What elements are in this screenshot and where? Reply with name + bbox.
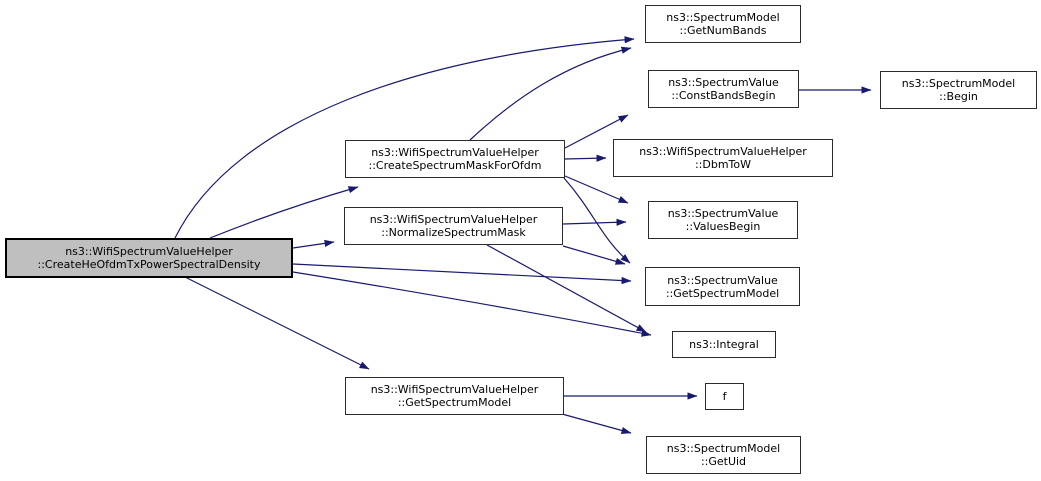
node-label-line1: ns3::SpectrumValue	[667, 207, 779, 220]
node-values-begin[interactable]: ns3::SpectrumValue ::ValuesBegin	[648, 201, 798, 239]
node-create-he-ofdm-tx-power-spectral-density[interactable]: ns3::WifiSpectrumValueHelper ::CreateHeO…	[5, 238, 293, 278]
edge-main-to-helper-get-spectrum-model	[184, 276, 370, 370]
node-label-line1: ns3::SpectrumValue	[668, 76, 779, 89]
node-f[interactable]: f	[705, 383, 744, 410]
node-helper-get-spectrum-model[interactable]: ns3::WifiSpectrumValueHelper ::GetSpectr…	[345, 377, 564, 415]
edge-main-to-integral	[292, 271, 652, 337]
node-label-line1: ns3::SpectrumValue	[667, 273, 778, 287]
node-label-line2: ::DbmToW	[694, 158, 752, 171]
node-label-line2: ::GetSpectrumModel	[397, 396, 512, 409]
node-const-bands-begin[interactable]: ns3::SpectrumValue ::ConstBandsBegin	[648, 70, 799, 108]
node-label-line1: ns3::SpectrumModel	[666, 442, 781, 455]
node-begin[interactable]: ns3::SpectrumModel ::Begin	[880, 71, 1037, 109]
node-label-line1: f	[722, 390, 727, 403]
edge-create-mask-to-value-get-spectrum-model	[563, 177, 631, 264]
edge-main-to-create-spectrum-mask	[209, 186, 359, 239]
node-get-uid[interactable]: ns3::SpectrumModel ::GetUid	[646, 436, 801, 474]
node-value-get-spectrum-model[interactable]: ns3::SpectrumValue ::GetSpectrumModel	[645, 267, 800, 306]
node-integral[interactable]: ns3::Integral	[672, 331, 776, 358]
edge-normalize-to-integral	[486, 244, 647, 333]
edge-create-mask-to-const-bands-begin	[564, 114, 629, 149]
node-label-line1: ns3::SpectrumModel	[666, 11, 780, 24]
node-label-line1: ns3::WifiSpectrumValueHelper	[639, 145, 807, 158]
node-label-line1: ns3::WifiSpectrumValueHelper	[371, 146, 539, 159]
node-label-line1: ns3::WifiSpectrumValueHelper	[65, 245, 233, 258]
node-label-line2: ::ValuesBegin	[685, 220, 761, 233]
node-label-line1: ns3::SpectrumModel	[901, 77, 1016, 90]
node-label-line2: ::CreateSpectrumMaskForOfdm	[368, 159, 542, 172]
edge-normalize-to-values-begin	[562, 218, 627, 226]
node-normalize-spectrum-mask[interactable]: ns3::WifiSpectrumValueHelper ::Normalize…	[344, 207, 563, 245]
node-label-line1: ns3::WifiSpectrumValueHelper	[370, 383, 539, 396]
edge-create-mask-to-values-begin	[564, 175, 629, 204]
node-label-line2: ::GetUid	[700, 455, 747, 468]
node-label-line1: ns3::Integral	[689, 338, 759, 351]
node-label-line2: ::GetNumBands	[679, 24, 767, 37]
edge-main-to-get-num-bands	[174, 36, 635, 239]
node-create-spectrum-mask-for-ofdm[interactable]: ns3::WifiSpectrumValueHelper ::CreateSpe…	[345, 140, 565, 178]
node-get-num-bands[interactable]: ns3::SpectrumModel ::GetNumBands	[645, 5, 801, 43]
edge-main-to-normalize-spectrum-mask	[292, 239, 335, 249]
node-label-line2: ::GetSpectrumModel	[665, 286, 780, 300]
node-label-line2: ::ConstBandsBegin	[671, 89, 776, 102]
node-label-line2: ::Begin	[939, 90, 978, 103]
edge-normalize-to-value-get-spectrum-model	[562, 245, 626, 265]
edge-create-mask-to-get-num-bands	[469, 46, 632, 141]
edge-main-to-value-get-spectrum-model	[292, 263, 632, 285]
node-label-line2: ::NormalizeSpectrumMask	[381, 226, 526, 239]
edge-helper-gsm-to-get-uid	[561, 413, 632, 434]
node-label-line1: ns3::WifiSpectrumValueHelper	[369, 213, 538, 226]
node-label-line2: ::CreateHeOfdmTxPowerSpectralDensity	[37, 258, 261, 271]
edge-create-mask-to-dbm-to-w	[564, 154, 607, 162]
node-dbm-to-w[interactable]: ns3::WifiSpectrumValueHelper ::DbmToW	[613, 139, 833, 177]
